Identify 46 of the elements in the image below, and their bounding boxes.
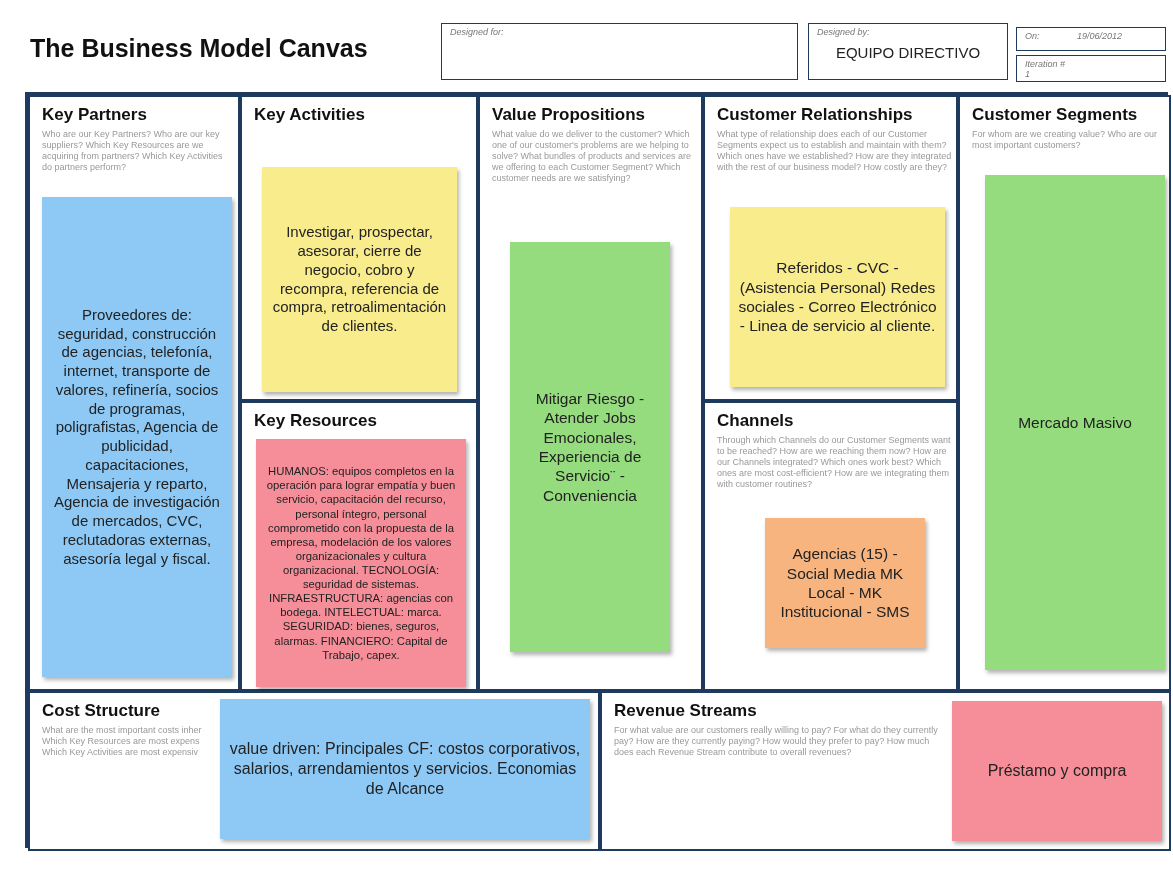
sticky-note: Préstamo y compra: [952, 701, 1162, 841]
guiding-questions: Who are our Key Partners? Who are our key suppliers? Which Key Resources are we acquiring from partners? Which Key Activities do partners perform?: [42, 129, 224, 173]
sticky-note: Mitigar Riesgo - Atender Jobs Emocionales, Experiencia de Servicio¨ - Conveniencia: [510, 242, 670, 652]
section-heading: Cost Structure: [42, 701, 161, 721]
canvas-section: [28, 691, 600, 851]
header-field: [808, 23, 1008, 80]
section-heading: Key Activities: [254, 105, 365, 125]
guiding-questions: For whom are we creating value? Who are our most important customers?: [972, 129, 1159, 151]
guiding-questions: What value do we deliver to the customer? Which one of our customer's problems are we helping to solve? What bundles of products and services are we offering to each Customer Segment? Which customer needs are we satisfying?: [492, 129, 693, 184]
canvas-section: [478, 95, 703, 691]
field-label: Iteration #: [1025, 59, 1066, 69]
guiding-questions: What type of relationship does each of our Customer Segments expect us to establish and maintain with them? Which ones have we established? How are they integrated with the rest of our business model? How costly are they?: [717, 129, 952, 173]
section-heading: Revenue Streams: [614, 701, 757, 721]
canvas-section: [958, 95, 1171, 691]
canvas-section: [240, 401, 478, 691]
guiding-questions: Through which Channels do our Customer Segments want to be reached? How are we reaching them now? How are our Channels integrated? Which ones work best? Which ones are most cost-efficient? How are we integrating them with customer routines?: [717, 435, 952, 490]
canvas-title: The Business Model Canvas: [30, 34, 368, 63]
sticky-note: HUMANOS: equipos completos en la operación para lograr empatía y buen servicio, capacitación del recurso, personal íntegro, personal comprometido con la propuesta de la empresa, modelación de los valores organizacionales y cultura organizacional. TECNOLOGÍA: seguridad de sistemas. INFRAESTRUCTURA: agencias con bodega. INTELECTUAL: marca. SEGURIDAD: bienes, seguros, alarmas. FINANCIERO: Capital de Trabajo, capex.: [256, 439, 466, 687]
guiding-questions: For what value are our customers really willing to pay? For what do they currently pay? How are they currently paying? How would they prefer to pay? How much does each Revenue Stream contribute to overall revenues?: [614, 725, 939, 758]
field-value: 19/06/2012: [1077, 31, 1123, 41]
section-heading: Channels: [717, 411, 794, 431]
canvas-section: [28, 95, 240, 691]
header-field: [441, 23, 798, 80]
sticky-note: value driven: Principales CF: costos corporativos, salarios, arrendamientos y servicios. Economias de Alcance: [220, 699, 590, 839]
field-label: Designed by:: [817, 27, 870, 37]
sticky-note: Investigar, prospectar, asesorar, cierre de negocio, cobro y recompra, referencia de compra, retroalimentación de clientes.: [262, 167, 457, 392]
sticky-note: Proveedores de: seguridad, construcción de agencias, telefonía, internet, transporte de valores, refinería, socios de programas, poligrafistas, Agencia de publicidad, capacitaciones, Mensajeria y reparto, Agencia de investigación de mercados, CVC, reclutadoras externas, asesoría legal y fiscal.: [42, 197, 232, 677]
canvas-section: [600, 691, 1171, 851]
sticky-note: Mercado Masivo: [985, 175, 1165, 670]
canvas-section: [240, 95, 478, 401]
guiding-questions: What are the most important costs inher Which Key Resources are most expens Which Key Activities are most expensiv: [42, 725, 203, 758]
section-heading: Value Propositions: [492, 105, 646, 125]
field-label: On:: [1025, 31, 1040, 41]
sticky-note: Agencias (15) - Social Media MK Local - MK Institucional - SMS: [765, 518, 925, 648]
header-field: [1016, 27, 1166, 51]
field-label: Designed for:: [450, 27, 504, 37]
field-value: EQUIPO DIRECTIVO: [834, 44, 982, 61]
header-field: [1016, 55, 1166, 82]
section-heading: Customer Segments: [972, 105, 1138, 125]
canvas-section: [703, 95, 958, 401]
section-heading: Customer Relationships: [717, 105, 913, 125]
field-value: 1: [1025, 69, 1030, 79]
sticky-note: Referidos - CVC - (Asistencia Personal) Redes sociales - Correo Electrónico - Linea de servicio al cliente.: [730, 207, 945, 387]
section-heading: Key Resources: [254, 411, 377, 431]
canvas-section: [703, 401, 958, 691]
section-heading: Key Partners: [42, 105, 147, 125]
